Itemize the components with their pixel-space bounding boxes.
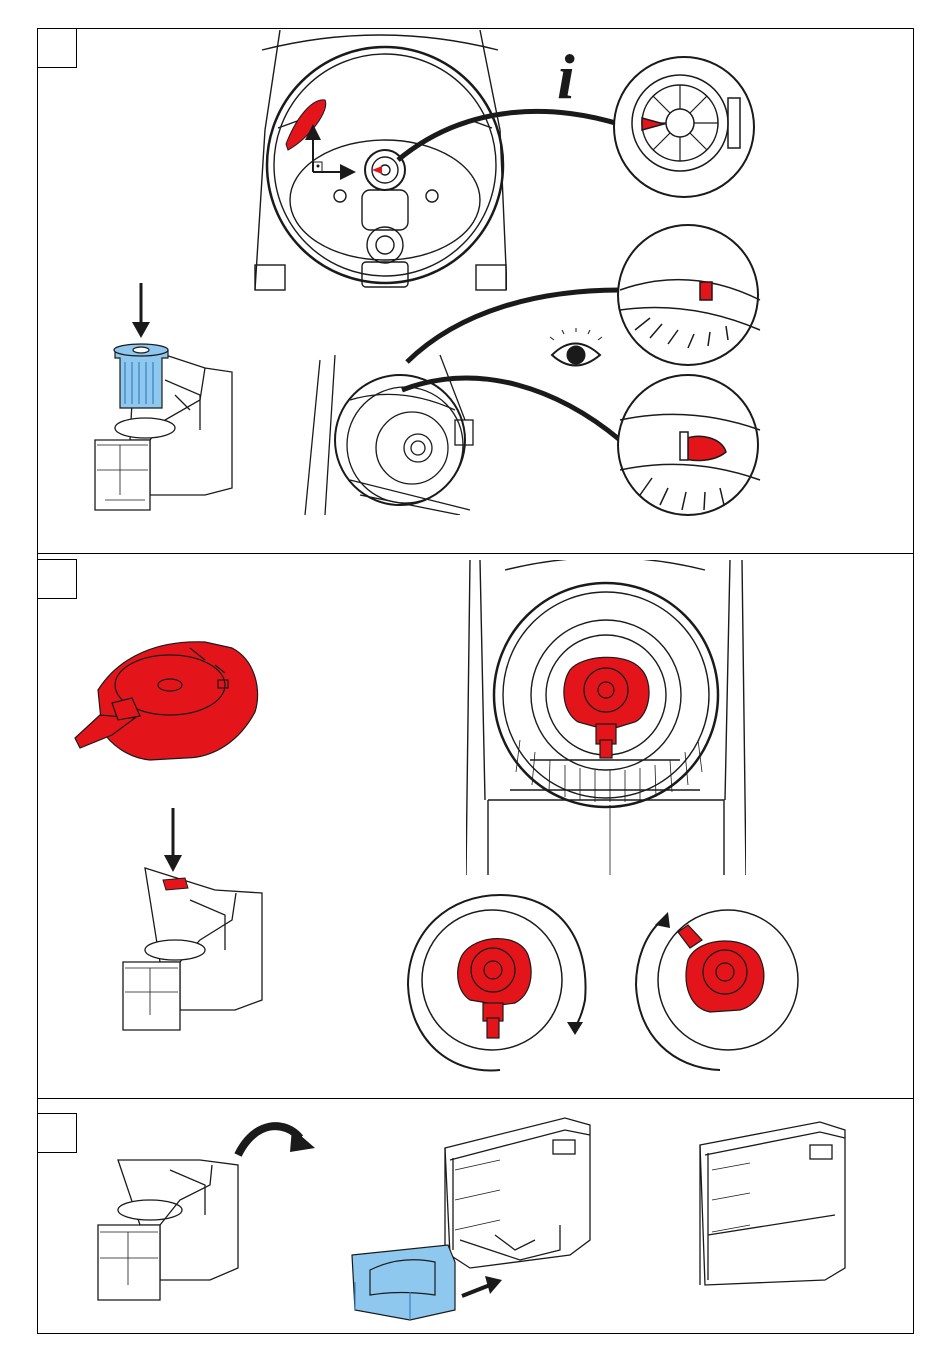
blue-container xyxy=(352,1245,455,1320)
info-icon: i xyxy=(557,41,575,112)
red-cap-installed xyxy=(564,657,649,758)
appliance-with-cap xyxy=(123,868,262,1030)
detail-zoom-alignment-2 xyxy=(618,375,760,515)
appliance-closed xyxy=(700,1122,845,1285)
svg-text:i: i xyxy=(557,41,575,112)
rotate-clockwise-icon xyxy=(408,895,586,1070)
step-3-illustration xyxy=(98,1118,845,1320)
appliance-open xyxy=(98,1160,238,1300)
insert-arrow-icon xyxy=(462,1276,502,1296)
down-arrow-icon xyxy=(164,808,182,872)
appliance-assembling xyxy=(445,1118,590,1268)
detail-zoom-filter-top xyxy=(614,57,754,197)
eye-icon xyxy=(550,328,602,366)
red-marker xyxy=(286,100,326,150)
step-1-illustration: i xyxy=(95,30,760,515)
appliance-with-filter xyxy=(95,345,232,510)
down-arrow-icon xyxy=(132,283,150,338)
blue-filter-cartridge xyxy=(114,344,168,408)
rotate-counterclockwise-icon xyxy=(636,910,798,1070)
housing-top-view xyxy=(255,30,507,290)
red-cap-part xyxy=(75,642,258,760)
step-2-illustration xyxy=(75,558,798,1071)
curved-arrow-icon xyxy=(238,1126,315,1155)
detail-zoom-alignment-1 xyxy=(618,225,760,365)
